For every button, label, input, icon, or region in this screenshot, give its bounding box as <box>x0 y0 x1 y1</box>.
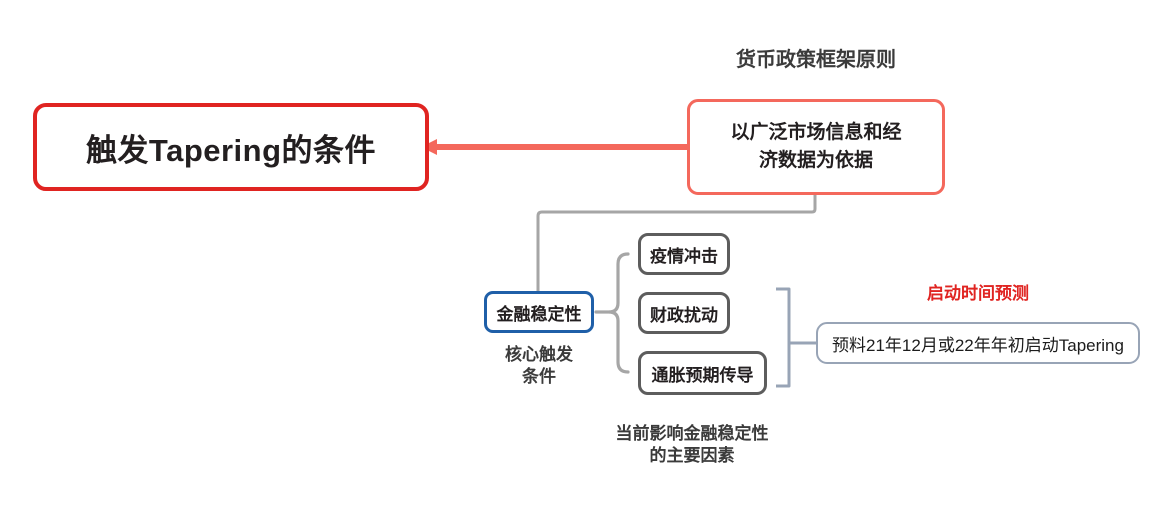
node-financial-stability[interactable]: 金融稳定性 <box>484 291 594 333</box>
connector-factors-to-forecast <box>776 287 816 388</box>
label-launch-time-forecast: 启动时间预测 <box>927 284 1029 303</box>
connector-core-brace <box>594 252 630 374</box>
node-factor-inflation-expectation-transmission[interactable]: 通胀预期传导 <box>638 351 767 395</box>
node-factor-fiscal-disturbance[interactable]: 财政扰动 <box>638 292 730 334</box>
label-monetary-policy-framework: 货币政策框架原则 <box>736 49 896 71</box>
label-main-factors-affecting-financial-stability: 当前影响金融稳定性 的主要因素 <box>615 424 769 465</box>
node-factor-epidemic-shock[interactable]: 疫情冲击 <box>638 233 730 275</box>
node-tapering-launch-forecast[interactable]: 预料21年12月或22年年初启动Tapering <box>816 322 1140 364</box>
connector-framework-to-title <box>421 139 687 155</box>
node-market-info-economic-data[interactable]: 以广泛市场信息和经 济数据为依据 <box>687 99 945 195</box>
node-trigger-conditions[interactable]: 触发Tapering的条件 <box>33 103 429 191</box>
label-core-trigger-condition: 核心触发 条件 <box>505 345 573 386</box>
